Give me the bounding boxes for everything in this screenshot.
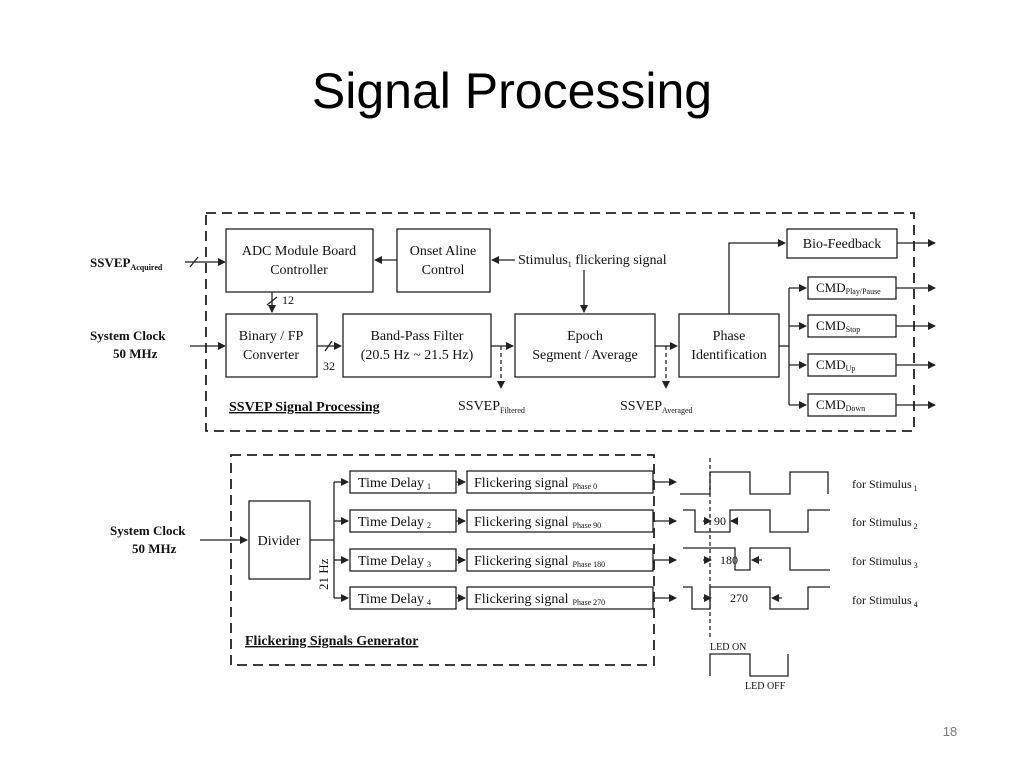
waveform-stimulus-2 <box>683 509 830 533</box>
phase-offset-180: 180 <box>720 553 738 567</box>
flicker-generator-caption: Flickering Signals Generator <box>245 634 418 649</box>
waveform-stimulus-4 <box>683 586 830 610</box>
ssvep-filtered-output: SSVEPFiltered <box>458 399 525 415</box>
divider-frequency: 21 Hz <box>316 558 331 590</box>
phase-label-1: Phase <box>713 329 746 344</box>
adc-label-1: ADC Module Board <box>242 244 356 259</box>
epoch-label-2: Segment / Average <box>532 348 638 363</box>
bio-feedback-label: Bio-Feedback <box>803 237 882 252</box>
cmd-play-pause: CMDPlay/Pause <box>789 276 936 300</box>
led-off-label: LED OFF <box>745 681 786 692</box>
binary-fp-converter-box <box>225 313 318 378</box>
system-clock-freq-top: 50 MHz <box>113 346 158 361</box>
epoch-label-1: Epoch <box>567 329 603 344</box>
ssvep-acquired-input-label: SSVEPAcquired <box>90 255 163 272</box>
band-pass-filter-box <box>342 313 492 378</box>
onset-label-1: Onset Aline <box>410 244 477 259</box>
onset-aline-box <box>396 228 491 293</box>
ssvep-processing-caption: SSVEP Signal Processing <box>229 400 380 415</box>
stimulus-flickering-label: Stimulus1 flickering signal <box>518 253 667 269</box>
cmd-up: CMDUp <box>789 353 936 377</box>
adc-controller-box <box>225 228 374 293</box>
bus-width-32: 32 <box>323 359 335 373</box>
ssvep-averaged-output: SSVEPAveraged <box>620 399 693 415</box>
led-legend-waveform <box>709 653 789 677</box>
binary-label-1: Binary / FP <box>239 329 304 344</box>
onset-label-2: Control <box>422 263 465 278</box>
system-clock-label-bottom: System Clock <box>110 523 186 538</box>
phase-identification-box <box>678 313 780 378</box>
led-on-label: LED ON <box>710 642 746 653</box>
svg-text:CMDDown: CMDDown <box>816 397 865 413</box>
divider-label: Divider <box>258 534 301 549</box>
cmd-down: CMDDown <box>789 393 936 417</box>
ssvep-processing-frame <box>205 212 915 432</box>
slide-title: Signal Processing <box>311 63 713 119</box>
binary-label-2: Converter <box>243 348 299 363</box>
cmd-stop: CMDStop <box>789 314 936 338</box>
epoch-segment-average-box <box>514 313 656 378</box>
bpf-label-1: Band-Pass Filter <box>371 329 464 344</box>
svg-text:CMDUp: CMDUp <box>816 357 855 373</box>
divider-box <box>248 500 311 580</box>
page-number: 18 <box>942 724 958 739</box>
bus-width-12: 12 <box>282 293 294 307</box>
phase-label-2: Identification <box>691 348 766 363</box>
system-clock-freq-bottom: 50 MHz <box>132 541 177 556</box>
bpf-label-2: (20.5 Hz ~ 21.5 Hz) <box>361 348 474 363</box>
adc-label-2: Controller <box>270 263 328 278</box>
phase-offset-90: 90 <box>714 514 726 528</box>
svg-text:CMDStop: CMDStop <box>816 318 860 334</box>
waveform-stimulus-1 <box>680 471 829 495</box>
svg-text:CMDPlay/Pause: CMDPlay/Pause <box>816 280 881 296</box>
phase-offset-270: 270 <box>730 591 748 605</box>
waveform-stimulus-3 <box>683 547 830 571</box>
system-clock-label-top: System Clock <box>90 328 166 343</box>
